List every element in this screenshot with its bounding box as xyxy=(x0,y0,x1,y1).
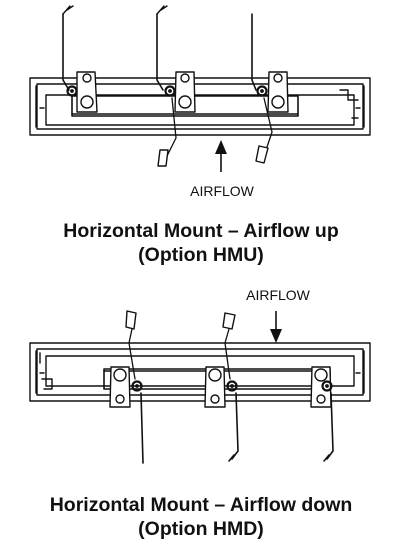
caption-title: Horizontal Mount – Airflow up xyxy=(63,220,339,242)
airflow-label: AIRFLOW xyxy=(246,287,311,303)
damper-frame xyxy=(29,77,371,136)
linkage-3 xyxy=(251,13,289,164)
end-clip xyxy=(39,352,53,390)
caption-airflow-down: Horizontal Mount – Airflow down (Option … xyxy=(0,493,402,541)
diagram-airflow-down: AIRFLOW xyxy=(0,283,402,469)
airflow-label: AIRFLOW xyxy=(190,183,255,199)
end-clip xyxy=(339,89,359,119)
linkage-2 xyxy=(204,312,239,462)
caption-option: (Option HMD) xyxy=(138,518,264,540)
damper-frame xyxy=(29,342,371,402)
damper-drawing-up: AIRFLOW xyxy=(29,5,371,199)
diagram-airflow-up: AIRFLOW xyxy=(0,0,402,204)
caption-option: (Option HMU) xyxy=(138,244,264,266)
airflow-arrow-up xyxy=(215,140,227,172)
linkage-3 xyxy=(310,366,334,462)
linkage-1 xyxy=(109,310,144,464)
caption-airflow-up: Horizontal Mount – Airflow up (Option HM… xyxy=(0,219,402,267)
damper-drawing-down: AIRFLOW xyxy=(29,287,371,464)
linkage-2 xyxy=(156,5,196,167)
linkage-1 xyxy=(62,5,98,113)
airflow-arrow-down xyxy=(270,311,282,343)
caption-title: Horizontal Mount – Airflow down xyxy=(49,494,353,516)
